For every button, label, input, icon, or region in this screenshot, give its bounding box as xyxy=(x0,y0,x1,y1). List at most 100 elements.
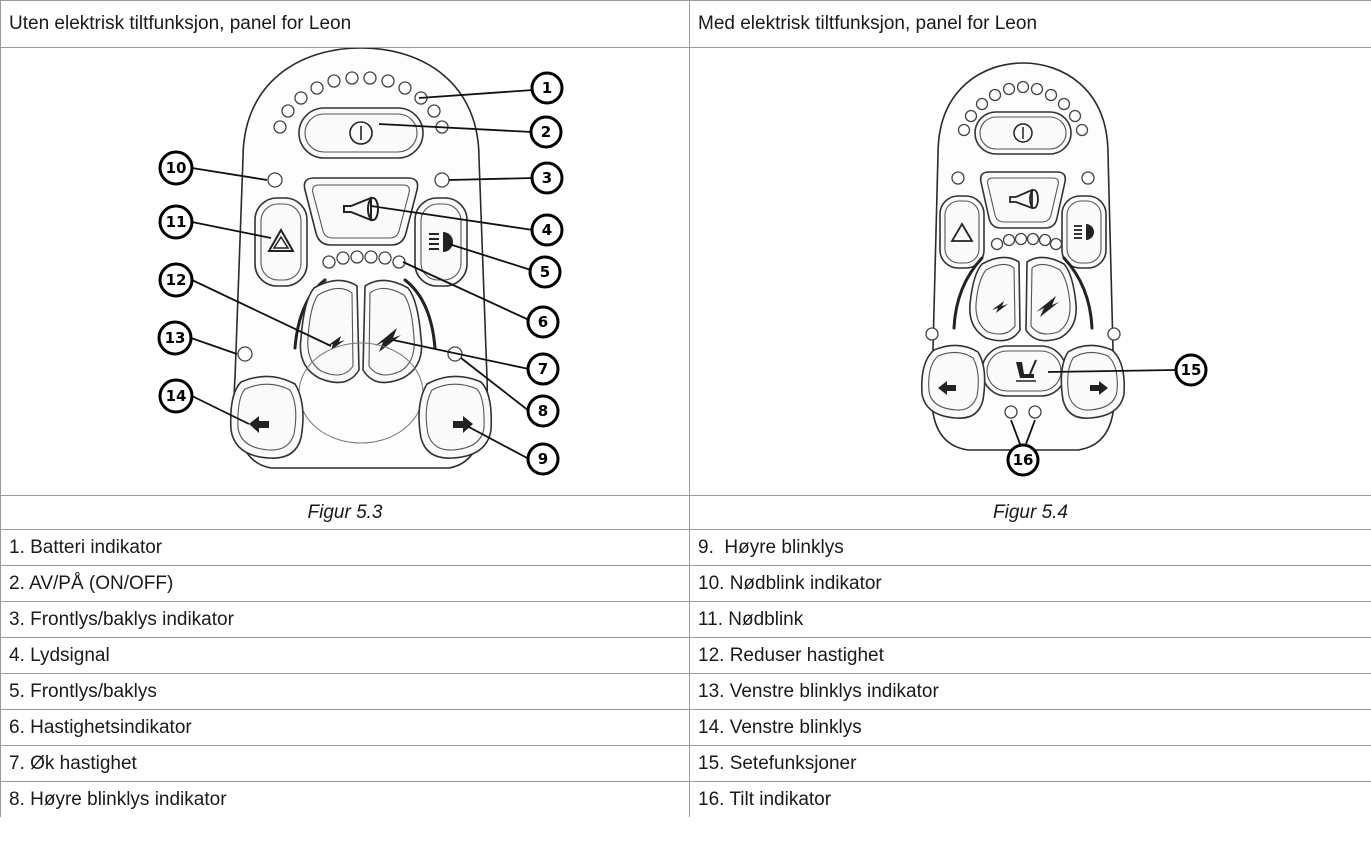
power-button[interactable] xyxy=(298,107,424,159)
hazard-indicator-led xyxy=(951,171,965,185)
legend-item: 16. Tilt indikator xyxy=(689,781,1371,817)
headlight-button[interactable] xyxy=(414,197,468,287)
callout-13: 13 xyxy=(157,320,193,356)
svg-text:5: 5 xyxy=(540,263,550,281)
header-left: Uten elektrisk tiltfunksjon, panel for L… xyxy=(0,0,690,48)
svg-text:16: 16 xyxy=(1013,451,1034,469)
callout-5: 5 xyxy=(528,255,562,289)
hazard-triangle-icon xyxy=(267,227,295,252)
speed-arc-left xyxy=(952,256,984,330)
legend-item: 12. Reduser hastighet xyxy=(689,637,1371,674)
legend-row: 1. Batteri indikator 9. Høyre blinklys xyxy=(0,529,1371,566)
arrow-left-icon xyxy=(938,381,956,395)
svg-text:11: 11 xyxy=(166,213,187,231)
svg-text:2: 2 xyxy=(541,123,551,141)
svg-text:6: 6 xyxy=(538,313,548,331)
legend-item: 13. Venstre blinklys indikator xyxy=(689,673,1371,710)
arrow-right-icon xyxy=(453,416,473,433)
headlight-button[interactable] xyxy=(1061,195,1107,269)
speed-indicator-leds xyxy=(990,232,1063,251)
power-button[interactable] xyxy=(974,111,1072,155)
led xyxy=(281,104,295,118)
right-signal-button[interactable] xyxy=(1060,344,1126,419)
figure-row: 1 2 3 4 5 6 7 8 9 10 11 12 13 14 xyxy=(0,47,1371,496)
horn-icon xyxy=(1009,188,1039,210)
left-signal-indicator-led xyxy=(237,346,253,362)
headlight-indicator-led xyxy=(1081,171,1095,185)
led xyxy=(310,81,324,95)
led xyxy=(345,71,359,85)
legend-item: 2. AV/PÅ (ON/OFF) xyxy=(0,565,690,602)
battery-indicator-leds xyxy=(957,80,1089,137)
horn-icon xyxy=(343,196,379,222)
seat-functions-button[interactable] xyxy=(981,345,1067,397)
led xyxy=(381,74,395,88)
svg-text:7: 7 xyxy=(538,360,548,378)
power-icon xyxy=(1013,123,1033,143)
hazard-indicator-led xyxy=(267,172,283,188)
callout-6: 6 xyxy=(526,305,560,339)
led xyxy=(273,120,287,134)
legend-row: 7. Øk hastighet 15. Setefunksjoner xyxy=(0,745,1371,782)
power-icon xyxy=(349,121,373,145)
speed-arc-right xyxy=(1062,256,1094,330)
svg-text:12: 12 xyxy=(166,271,187,289)
svg-text:10: 10 xyxy=(166,159,187,177)
figure-left-cell: 1 2 3 4 5 6 7 8 9 10 11 12 13 14 xyxy=(0,47,690,496)
svg-text:4: 4 xyxy=(542,221,552,239)
speed-indicator-leds xyxy=(322,250,406,269)
right-signal-button[interactable] xyxy=(418,375,493,459)
callout-leaders xyxy=(1010,369,1176,445)
callout-10: 10 xyxy=(158,150,194,186)
caption-row: Figur 5.3 Figur 5.4 xyxy=(0,495,1371,530)
header-row: Uten elektrisk tiltfunksjon, panel for L… xyxy=(0,0,1371,48)
caption-right: Figur 5.4 xyxy=(689,495,1371,530)
headlight-indicator-led xyxy=(434,172,450,188)
led xyxy=(398,81,412,95)
left-signal-button[interactable] xyxy=(920,344,986,419)
callout-leaders xyxy=(190,89,534,460)
hazard-button[interactable] xyxy=(939,195,985,269)
legend-item: 1. Batteri indikator xyxy=(0,529,690,566)
tilt-indicator-led xyxy=(1028,405,1042,419)
callout-16: 16 xyxy=(1006,443,1040,477)
control-panel-table: Uten elektrisk tiltfunksjon, panel for L… xyxy=(0,0,1371,817)
legend-row: 8. Høyre blinklys indikator 16. Tilt ind… xyxy=(0,781,1371,817)
header-right: Med elektrisk tiltfunksjon, panel for Le… xyxy=(689,0,1371,48)
speed-decrease-icon xyxy=(327,336,345,350)
headlight-icon xyxy=(1074,224,1094,240)
callout-3: 3 xyxy=(530,161,564,195)
legend-item: 8. Høyre blinklys indikator xyxy=(0,781,690,817)
speed-decrease-button[interactable] xyxy=(299,279,360,384)
svg-text:3: 3 xyxy=(542,169,552,187)
speed-arc-right xyxy=(403,278,437,350)
legend-item: 5. Frontlys/baklys xyxy=(0,673,690,710)
legend-row: 6. Hastighetsindikator 14. Venstre blink… xyxy=(0,709,1371,746)
arrow-right-icon xyxy=(1090,381,1108,395)
callout-1: 1 xyxy=(530,71,564,105)
figure-right-cell: 15 16 xyxy=(689,47,1371,496)
led xyxy=(294,91,308,105)
caption-left: Figur 5.3 xyxy=(0,495,690,530)
hazard-button[interactable] xyxy=(254,197,308,287)
horn-button[interactable] xyxy=(303,177,419,246)
seat-icon xyxy=(1016,359,1037,382)
svg-text:14: 14 xyxy=(166,387,187,405)
tilt-indicator-led xyxy=(1004,405,1018,419)
callout-2: 2 xyxy=(529,115,563,149)
legend-item: 7. Øk hastighet xyxy=(0,745,690,782)
callout-12: 12 xyxy=(158,262,194,298)
callout-4: 4 xyxy=(530,213,564,247)
legend-item: 6. Hastighetsindikator xyxy=(0,709,690,746)
speed-decrease-button[interactable] xyxy=(969,256,1021,342)
led xyxy=(427,104,441,118)
horn-button[interactable] xyxy=(979,171,1067,229)
speed-increase-button[interactable] xyxy=(362,279,423,384)
legend-item: 11. Nødblink xyxy=(689,601,1371,638)
legend-item: 10. Nødblink indikator xyxy=(689,565,1371,602)
legend-item: 9. Høyre blinklys xyxy=(689,529,1371,566)
svg-text:15: 15 xyxy=(1181,361,1202,379)
speed-increase-button[interactable] xyxy=(1025,256,1077,342)
left-signal-button[interactable] xyxy=(229,375,304,459)
svg-text:1: 1 xyxy=(542,79,552,97)
